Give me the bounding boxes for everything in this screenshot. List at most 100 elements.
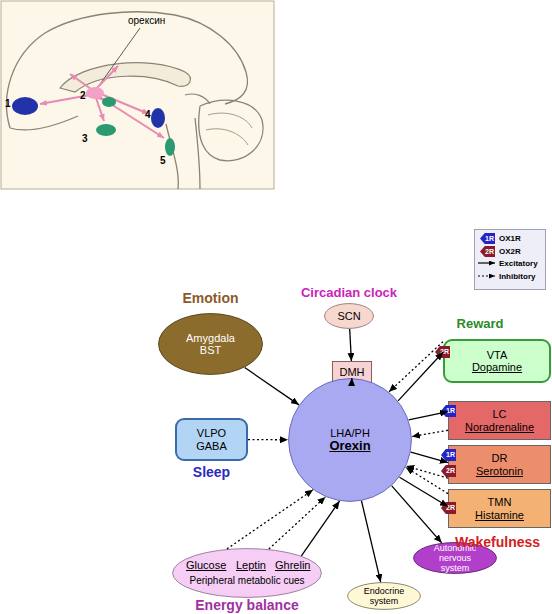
group-heading: Reward: [445, 317, 515, 332]
receptor-code: 1R: [485, 235, 494, 242]
inhibitory-arrow: [389, 342, 443, 392]
legend-box: 1R OX1R 2R OX2RExcitatoryInhibitory: [474, 229, 546, 290]
colliculus-outline: [185, 94, 210, 104]
legend-text: Inhibitory: [499, 271, 535, 282]
callout-number: 3: [82, 133, 88, 144]
cerebellum-outline: [199, 100, 263, 160]
region-name: SCN: [337, 310, 360, 322]
legend-text: Excitatory: [499, 258, 538, 269]
receptor-badge: 1R: [441, 449, 456, 461]
cerebrum-outline: [7, 12, 248, 128]
region-name: DR: [492, 452, 508, 464]
transmitter-name: Histamine: [475, 509, 524, 521]
region-name: LC: [492, 408, 506, 420]
blue-nucleus: [151, 108, 165, 128]
region-box: VLPO GABASleep: [175, 418, 248, 461]
blue-nucleus: [12, 97, 38, 115]
projection-arrow: [70, 74, 91, 89]
cue-name: Ghrelin: [275, 559, 310, 571]
orexin-circle: LHA/PHOrexin: [288, 378, 412, 502]
callout-number: 5: [160, 155, 166, 166]
excitatory-arrow: [392, 486, 442, 543]
excitatory-arrow: [350, 329, 352, 361]
callout-number: 2: [80, 90, 86, 101]
ellipse-shape: [173, 549, 322, 598]
region-name: VTA: [487, 349, 508, 361]
group-heading: Emotion: [138, 291, 283, 307]
excitatory-sample: [478, 262, 495, 263]
receptor-badge: 1R: [441, 405, 456, 417]
target-box: LCNoradrenaline: [448, 401, 551, 440]
ellipse-outline: [172, 548, 322, 598]
receptor-code: 2R: [446, 504, 455, 511]
excitatory-arrow: [301, 501, 339, 556]
target-box: TMNHistamine: [448, 489, 551, 528]
excitatory-arrow: [409, 412, 448, 420]
inhibitory-sample: [478, 275, 495, 276]
excitatory-arrow: [400, 477, 448, 506]
group-heading: Energy balance: [172, 598, 322, 614]
receptor-code: 1R: [446, 451, 455, 458]
callout-number: 4: [145, 109, 151, 120]
inhibitory-arrow: [406, 466, 448, 478]
target-box: DRSerotonin: [448, 445, 551, 484]
inhibitory-arrow: [269, 497, 326, 549]
excitatory-arrow: [411, 452, 448, 462]
region-ellipse: Circadian clockSCN: [324, 303, 374, 329]
projection-arrow: [96, 66, 118, 89]
excitatory-arrow: [351, 378, 352, 384]
ellipse-shape: [289, 379, 412, 502]
cue-name: Glucose: [186, 559, 226, 571]
legend-text: OX1R: [499, 233, 521, 244]
inhibitory-arrow: [406, 467, 448, 493]
brainstem-outline: [166, 118, 200, 189]
projection-arrow: [101, 94, 149, 114]
output-name: Endocrine system: [357, 586, 412, 606]
transmitter-name: Orexin: [329, 439, 370, 454]
corpus-callosum: [60, 63, 190, 92]
transmitter-name: Dopamine: [472, 361, 522, 373]
orexin-projections: [40, 66, 164, 138]
receptor-swatch: 1R: [480, 233, 495, 244]
transmitter-name: Serotonin: [476, 465, 523, 477]
orexin-nucleus: [86, 87, 104, 99]
cue-ellipse: Glucose Leptin GhrelinPeripheral metabolic…: [172, 548, 322, 598]
cerebellum-folds: [206, 113, 252, 145]
green-nucleus: [102, 97, 116, 107]
brain-illustration: [0, 0, 276, 191]
ellipse-shape: [325, 304, 374, 329]
group-heading: Sleep: [165, 465, 258, 481]
callout-number: 1: [5, 98, 11, 109]
receptor-swatch: 2R: [480, 246, 495, 257]
region-name: TMN: [488, 496, 512, 508]
transmitter-name: Noradrenaline: [465, 421, 534, 433]
inhibitory-arrow: [227, 490, 313, 549]
cue-caption: Peripheral metabolic cues: [172, 575, 322, 586]
inset-frame: [1, 1, 274, 189]
green-nucleus: [165, 138, 175, 156]
receptor-code: 2R: [485, 248, 494, 255]
ellipse-shape: [348, 583, 421, 610]
excitatory-arrow: [398, 352, 443, 401]
green-nucleus: [96, 124, 116, 136]
receptor-badge: 2R: [441, 502, 456, 514]
region-ellipse: EmotionAmygdala BST: [158, 313, 263, 375]
target-box: RewardVTADopamine: [443, 339, 551, 383]
structure-label: орексин: [128, 15, 165, 26]
inhibitory-arrow: [412, 430, 448, 436]
receptor-badge: 2R: [435, 346, 450, 358]
frontal-outline: [10, 116, 78, 130]
cue-name: Leptin: [236, 559, 266, 571]
region-name: DMH: [339, 366, 364, 378]
excitatory-arrow: [245, 368, 299, 405]
inhibitory-arrow: [248, 439, 288, 440]
receptor-code: 2R: [446, 467, 455, 474]
leader-line: [98, 28, 140, 87]
excitatory-arrow: [361, 501, 380, 582]
region-name: Amygdala BST: [182, 332, 240, 357]
ellipse-shape: [159, 314, 263, 375]
receptor-code: 2R: [440, 348, 449, 355]
legend-text: OX2R: [499, 246, 521, 257]
region-name: VLPO GABA: [189, 427, 235, 452]
